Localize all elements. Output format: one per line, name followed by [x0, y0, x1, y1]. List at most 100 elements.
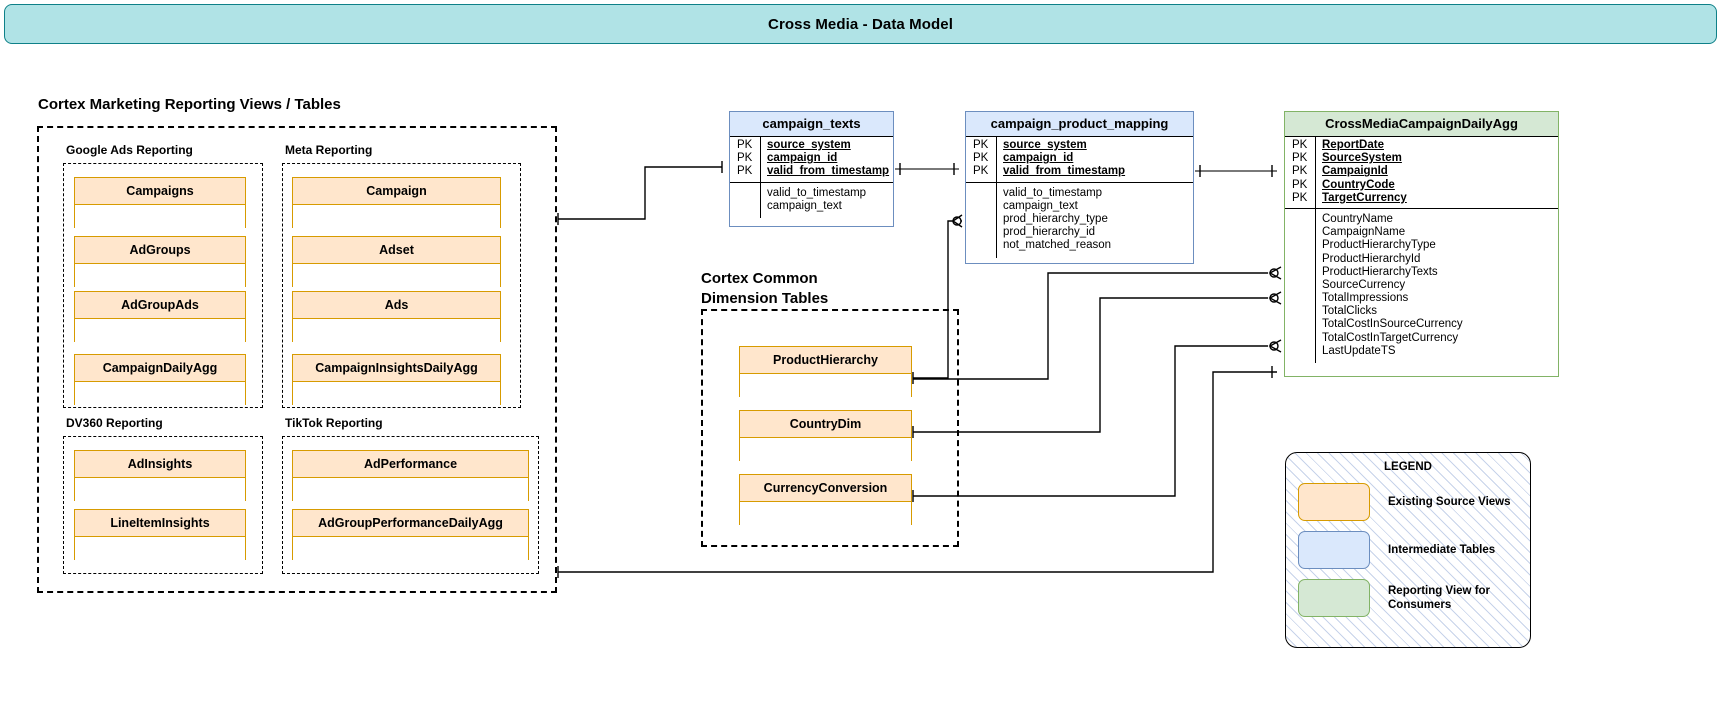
- pk-column-name: source_system: [767, 139, 851, 151]
- er-divider: [1315, 137, 1316, 363]
- pk-column-name: source_system: [1003, 139, 1087, 151]
- pk-badge: PK: [973, 165, 989, 178]
- group-box-meta: [282, 163, 521, 408]
- legend-title: LEGEND: [1384, 461, 1432, 473]
- er-pk-row: PK valid_from_timestamp: [966, 165, 1193, 178]
- attr-column-name: TotalCostInTargetCurrency: [1322, 331, 1459, 344]
- attr-column-name: ProductHierarchyTexts: [1322, 265, 1438, 278]
- pk-badge: PK: [1292, 152, 1308, 165]
- attr-column-name: valid_to_timestamp: [767, 186, 867, 199]
- er-attr-row: TotalCostInSourceCurrency: [1285, 318, 1558, 331]
- entity-lineiteminsights-body: [75, 537, 245, 562]
- entity-campaign-body: [293, 205, 500, 230]
- entity-adgroups-label: AdGroups: [75, 237, 245, 264]
- entity-lineiteminsights[interactable]: LineItemInsights: [74, 509, 246, 562]
- diagram-title: Cross Media - Data Model: [768, 15, 953, 33]
- er-attr-row: SourceCurrency: [1285, 279, 1558, 292]
- legend-panel: LEGEND Existing Source Views Intermediat…: [1285, 452, 1531, 648]
- attr-column-name: campaign_text: [1003, 199, 1078, 212]
- er-attr-row: campaign_text: [730, 200, 893, 213]
- er-pk-row: PK valid_from_timestamp: [730, 165, 893, 178]
- attr-column-name: campaign_text: [767, 199, 842, 212]
- pk-column-name: CampaignId: [1322, 165, 1388, 178]
- pk-column-name: SourceSystem: [1322, 152, 1402, 165]
- pk-column-name: valid_from_timestamp: [1003, 165, 1126, 178]
- entity-campaigns-label: Campaigns: [75, 178, 245, 205]
- entity-campaigninsightsdailyagg[interactable]: CampaignInsightsDailyAgg: [292, 354, 501, 407]
- er-attr-row: TotalClicks: [1285, 305, 1558, 318]
- entity-ads-body: [293, 319, 500, 344]
- entity-campaign-label: Campaign: [293, 178, 500, 205]
- entity-adgroups[interactable]: AdGroups: [74, 236, 246, 289]
- entity-producthierarchy[interactable]: ProductHierarchy: [739, 346, 912, 399]
- er-attr-row: valid_to_timestamp: [730, 187, 893, 200]
- entity-adperformance[interactable]: AdPerformance: [292, 450, 529, 503]
- attr-column-name: LastUpdateTS: [1322, 344, 1396, 357]
- attr-column-name: ProductHierarchyType: [1322, 239, 1436, 252]
- legend-item-intermediate-tables: Intermediate Tables: [1286, 531, 1530, 569]
- entity-campaigns-body: [75, 205, 245, 230]
- entity-adinsights[interactable]: AdInsights: [74, 450, 246, 503]
- entity-adset[interactable]: Adset: [292, 236, 501, 289]
- section-title-dimensions: Cortex Common Dimension Tables: [701, 270, 829, 307]
- er-attr-row: prod_hierarchy_type: [966, 213, 1193, 226]
- group-title-meta: Meta Reporting: [285, 143, 373, 157]
- wire-producthierarchy-to-crossmedia: [913, 272, 1268, 380]
- entity-ads[interactable]: Ads: [292, 291, 501, 344]
- er-divider: [996, 137, 997, 258]
- pk-badge: PK: [973, 152, 989, 165]
- entity-campaigndailyagg[interactable]: CampaignDailyAgg: [74, 354, 246, 407]
- er-pk-row: PK SourceSystem: [1285, 152, 1558, 165]
- er-table-campaign-texts-title: campaign_texts: [730, 112, 893, 137]
- reporting-outer-container: [37, 126, 557, 593]
- attr-column-name: SourceCurrency: [1322, 278, 1406, 291]
- legend-swatch-blue: [1298, 531, 1370, 569]
- entity-campaigninsightsdailyagg-label: CampaignInsightsDailyAgg: [293, 355, 500, 382]
- entity-lineiteminsights-label: LineItemInsights: [75, 510, 245, 537]
- er-attr-row: ProductHierarchyId: [1285, 253, 1558, 266]
- entity-countrydim[interactable]: CountryDim: [739, 410, 912, 463]
- er-table-crossmediacampaigndailyagg[interactable]: CrossMediaCampaignDailyAgg PK ReportDate…: [1284, 111, 1559, 377]
- entity-producthierarchy-label: ProductHierarchy: [740, 347, 911, 374]
- group-box-google-ads: [63, 163, 263, 408]
- entity-campaigns[interactable]: Campaigns: [74, 177, 246, 230]
- wire-currencyconversion-to-crossmedia: [913, 345, 1268, 497]
- entity-adgroupads-label: AdGroupAds: [75, 292, 245, 319]
- entity-adperformance-body: [293, 478, 528, 503]
- entity-producthierarchy-body: [740, 374, 911, 399]
- attr-column-name: CountryName: [1322, 212, 1393, 225]
- pk-badge: PK: [737, 139, 753, 151]
- attr-column-name: CampaignName: [1322, 226, 1406, 239]
- diagram-title-banner: Cross Media - Data Model: [4, 4, 1717, 44]
- er-attr-row: CountryName: [1285, 213, 1558, 226]
- er-attr-row: campaign_text: [966, 200, 1193, 213]
- attr-column-name: TotalCostInSourceCurrency: [1322, 318, 1463, 331]
- pk-badge: PK: [1292, 191, 1308, 204]
- er-table-campaign-product-mapping[interactable]: campaign_product_mapping PK source_syste…: [965, 111, 1194, 264]
- entity-adinsights-body: [75, 478, 245, 503]
- entity-adgroupads[interactable]: AdGroupAds: [74, 291, 246, 344]
- pk-column-name: valid_from_timestamp: [767, 165, 890, 178]
- entity-countrydim-label: CountryDim: [740, 411, 911, 438]
- entity-campaigndailyagg-body: [75, 382, 245, 407]
- entity-adperformance-label: AdPerformance: [293, 451, 528, 478]
- entity-adset-label: Adset: [293, 237, 500, 264]
- er-pk-row: PK ReportDate: [1285, 139, 1558, 152]
- er-pk-row: PK source_system: [730, 139, 893, 152]
- entity-currencyconversion[interactable]: CurrencyConversion: [739, 474, 912, 527]
- legend-label-intermediate-tables: Intermediate Tables: [1388, 544, 1496, 556]
- legend-swatch-green: [1298, 579, 1370, 617]
- entity-adgroups-body: [75, 264, 245, 289]
- er-attr-row: prod_hierarchy_id: [966, 226, 1193, 239]
- group-title-dv360: DV360 Reporting: [66, 416, 163, 430]
- group-title-google-ads: Google Ads Reporting: [66, 143, 193, 157]
- entity-adinsights-label: AdInsights: [75, 451, 245, 478]
- entity-adgroupperformancedailyagg[interactable]: AdGroupPerformanceDailyAgg: [292, 509, 529, 562]
- er-attr-row: valid_to_timestamp: [966, 187, 1193, 200]
- entity-campaign[interactable]: Campaign: [292, 177, 501, 230]
- er-table-campaign-texts[interactable]: campaign_texts PK source_system PK campa…: [729, 111, 894, 227]
- pk-badge: PK: [737, 152, 753, 165]
- pk-column-name: campaign_id: [767, 152, 838, 165]
- crowfoot: [1268, 266, 1282, 280]
- legend-swatch-orange: [1298, 483, 1370, 521]
